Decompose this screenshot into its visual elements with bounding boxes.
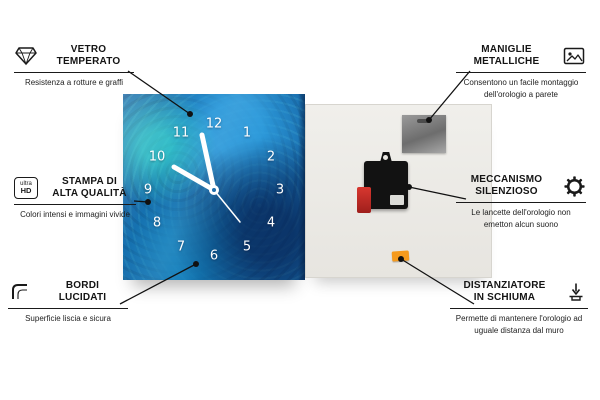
hanger-hole — [383, 155, 388, 160]
title-line: SILENZIOSO — [475, 186, 538, 197]
clock-number: 9 — [143, 182, 153, 198]
mechanism-label — [390, 195, 404, 205]
callout-title: STAMPA DI ALTA QUALITÀ — [43, 176, 136, 200]
title-line: STAMPA DI — [62, 176, 117, 187]
clock-number: 12 — [205, 116, 223, 132]
callout-head: BORDI LUCIDATI — [8, 280, 128, 309]
clock-number: 5 — [242, 239, 252, 255]
diamond-icon — [14, 44, 38, 68]
clock-number: 3 — [275, 182, 285, 198]
callout-title: MANIGLIE METALLICHE — [456, 44, 557, 68]
callout-metal-hangers: MANIGLIE METALLICHE Consentono un facile… — [456, 44, 586, 100]
callout-tempered-glass: VETRO TEMPERATO Resistenza a rotture e g… — [14, 44, 134, 89]
callout-title: BORDI LUCIDATI — [37, 280, 128, 304]
clock-number: 4 — [266, 215, 276, 231]
clock-number: 6 — [209, 248, 219, 264]
callout-head: VETRO TEMPERATO — [14, 44, 134, 73]
clock-front-image: 12 1 2 3 4 5 6 7 8 9 10 11 — [123, 94, 305, 280]
wall-spacer-icon — [564, 280, 588, 304]
title-line: MANIGLIE — [481, 44, 532, 55]
clock-hands — [171, 132, 241, 223]
callout-subtitle: Le lancette dell'orologio non emetton al… — [471, 208, 571, 229]
plate-slot — [417, 119, 431, 123]
title-line: IN SCHIUMA — [473, 292, 536, 303]
callout-title: VETRO TEMPERATO — [43, 44, 134, 68]
polished-edge-icon — [8, 280, 32, 304]
foam-spacer — [391, 250, 410, 262]
clock-number: 8 — [152, 215, 162, 231]
callout-polished-edges: BORDI LUCIDATI Superficie liscia e sicur… — [8, 280, 128, 325]
picture-frame-icon — [562, 44, 586, 68]
clock-number: 1 — [242, 125, 252, 141]
battery — [357, 187, 371, 213]
callout-title: DISTANZIATORE IN SCHIUMA — [450, 280, 559, 304]
title-line: DISTANZIATORE — [463, 280, 546, 291]
gear-icon — [562, 174, 586, 198]
callout-title: MECCANISMO SILENZIOSO — [456, 174, 557, 198]
title-line: ALTA QUALITÀ — [52, 188, 127, 199]
callout-subtitle: Consentono un facile montaggio dell'orol… — [463, 78, 579, 99]
callout-subtitle: Permette di mantenere l'orologio ad ugua… — [455, 314, 583, 335]
clock-number: 2 — [266, 149, 276, 165]
uhd-text: HD — [20, 186, 32, 196]
title-line: VETRO — [70, 44, 107, 55]
clock-mechanism — [357, 152, 408, 213]
title-line: BORDI — [65, 280, 100, 291]
callout-head: MANIGLIE METALLICHE — [456, 44, 586, 73]
metal-hanging-plate — [402, 115, 446, 153]
callout-subtitle: Superficie liscia e sicura — [25, 314, 111, 323]
title-line: METALLICHE — [473, 56, 540, 67]
callout-subtitle: Resistenza a rotture e graffi — [24, 78, 124, 87]
callout-head: DISTANZIATORE IN SCHIUMA — [450, 280, 588, 309]
title-line: TEMPERATO — [56, 56, 121, 67]
title-line: LUCIDATI — [58, 292, 107, 303]
callout-silent-mechanism: MECCANISMO SILENZIOSO — [456, 174, 586, 230]
title-line: MECCANISMO — [470, 174, 543, 185]
callout-subtitle: Colori intensi e immagini vivide — [20, 210, 130, 219]
clock-number: 10 — [148, 149, 166, 165]
callout-foam-spacer: DISTANZIATORE IN SCHIUMA Permette di man… — [450, 280, 588, 336]
uhd-text: ultra — [20, 180, 32, 187]
clock-number: 11 — [172, 125, 190, 141]
clock-number: 7 — [176, 239, 186, 255]
callout-head: MECCANISMO SILENZIOSO — [456, 174, 586, 203]
